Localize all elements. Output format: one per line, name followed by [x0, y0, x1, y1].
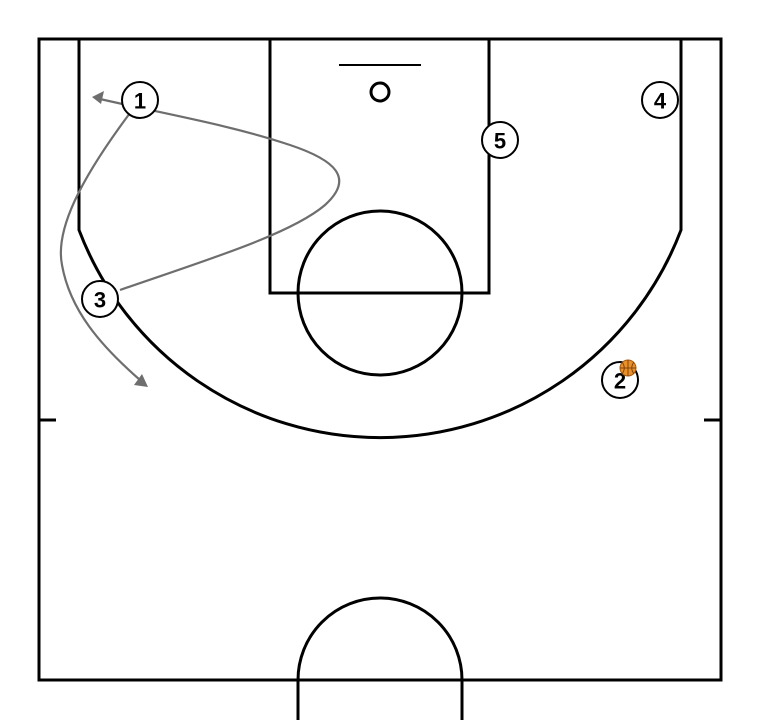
- arrow-head-player-1: [134, 374, 148, 387]
- player-5[interactable]: 5: [481, 121, 519, 159]
- free-throw-circle: [296, 209, 464, 377]
- player-3-label: 3: [94, 288, 106, 313]
- player-5-label: 5: [494, 129, 506, 154]
- movement-path-player-3-cut: [99, 97, 341, 292]
- player-1-label: 1: [134, 89, 146, 114]
- player-4[interactable]: 4: [641, 81, 679, 119]
- center-circle: [296, 596, 464, 720]
- basketball-icon: [619, 359, 637, 377]
- three-point-line: [77, 39, 683, 440]
- player-3[interactable]: 3: [81, 280, 119, 318]
- movement-path-player-1-cut: [59, 112, 141, 381]
- player-4-label: 4: [654, 89, 667, 114]
- rim: [369, 81, 391, 103]
- free-throw-lane: [268, 37, 491, 295]
- arrow-head-player-3: [92, 91, 104, 104]
- player-1[interactable]: 1: [121, 81, 159, 119]
- court-boundary: [37, 37, 723, 682]
